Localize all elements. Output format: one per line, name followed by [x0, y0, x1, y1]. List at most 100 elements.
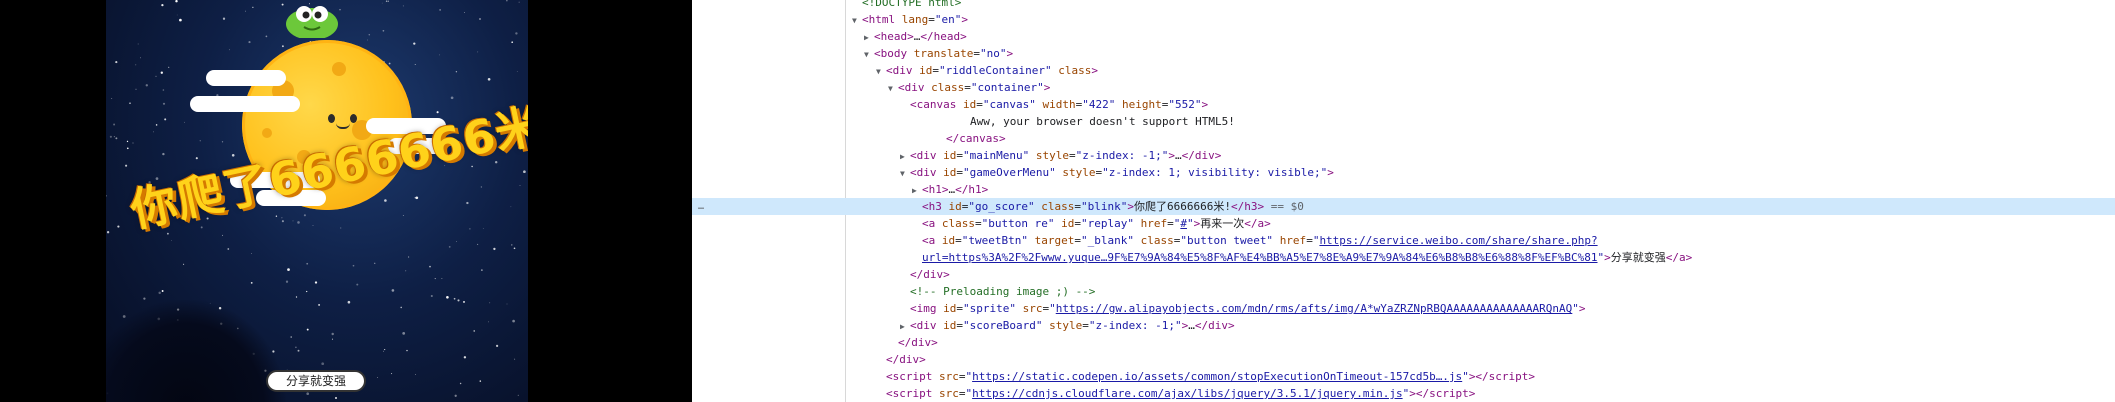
expand-triangle-icon[interactable]: ▼: [852, 16, 857, 25]
star: [469, 228, 471, 230]
collapse-triangle-icon[interactable]: ▶: [900, 152, 905, 161]
star: [517, 394, 519, 396]
dom-node-row[interactable]: ▼ <div id="gameOverMenu" style="z-index: …: [852, 164, 2115, 181]
dom-node-row[interactable]: ▶<div id="scoreBoard" style="z-index: -1…: [852, 317, 2115, 334]
dom-node-row[interactable]: ▼<html lang="en">: [852, 11, 2115, 28]
star: [489, 302, 491, 304]
star: [513, 247, 516, 250]
star: [505, 131, 508, 134]
star: [516, 70, 518, 72]
collapse-triangle-icon[interactable]: ▶: [900, 322, 905, 331]
moon-crater: [332, 62, 346, 76]
dom-node-row[interactable]: <!DOCTYPE html>: [852, 0, 2115, 11]
dom-node-row[interactable]: <!-- Preloading image ;) -->: [852, 283, 2115, 300]
star: [314, 281, 318, 284]
star: [145, 84, 148, 87]
star: [384, 349, 386, 351]
dom-node-row[interactable]: ▼ <div id="riddleContainer" class>: [852, 62, 2115, 79]
star: [161, 290, 164, 292]
star: [510, 206, 512, 208]
dom-node-row[interactable]: </div>: [852, 334, 2115, 351]
dom-node-content: url=https%3A%2F%2Fwww.yuque…9F%E7%9A%84%…: [922, 251, 1693, 264]
star: [444, 165, 446, 167]
star: [415, 196, 419, 200]
star: [202, 203, 205, 207]
dom-node-row[interactable]: <script src="https://cdnjs.cloudflare.co…: [852, 385, 2115, 402]
star: [494, 160, 498, 164]
dom-node-row[interactable]: <img id="sprite" src="https://gw.alipayo…: [852, 300, 2115, 317]
expand-triangle-icon[interactable]: ▼: [888, 84, 893, 93]
star: [506, 303, 508, 305]
star: [148, 181, 151, 184]
dom-node-row[interactable]: <canvas id="canvas" width="422" height="…: [852, 96, 2115, 113]
star: [281, 3, 284, 6]
dom-node-content: <div id="mainMenu" style="z-index: -1;">…: [910, 149, 1222, 162]
dom-node-content: <script src="https://static.codepen.io/a…: [886, 370, 1536, 383]
star: [402, 332, 406, 335]
dom-node-row[interactable]: url=https%3A%2F%2Fwww.yuque…9F%E7%9A%84%…: [852, 249, 2115, 266]
dom-node-row[interactable]: ▶<h1>…</h1>: [852, 181, 2115, 198]
star: [387, 0, 389, 2]
star: [453, 297, 456, 300]
game-canvas[interactable]: 你爬了6666666米！ 分享就变强: [106, 0, 528, 402]
star: [384, 199, 387, 202]
collapse-triangle-icon[interactable]: ▶: [864, 33, 869, 42]
dom-node-row[interactable]: ▼ <body translate="no">: [852, 45, 2115, 62]
devtools-elements-panel[interactable]: <!DOCTYPE html>▼<html lang="en">▶<head>……: [692, 0, 2115, 402]
row-ellipsis-icon[interactable]: …: [698, 201, 705, 212]
dom-node-row[interactable]: …<h3 id="go_score" class="blink">你爬了6666…: [692, 198, 2115, 215]
dom-node-content: <canvas id="canvas" width="422" height="…: [910, 98, 1209, 111]
dom-node-content: <body translate="no">: [874, 47, 1014, 60]
star: [429, 265, 431, 268]
star: [340, 227, 342, 229]
star: [125, 164, 128, 167]
dom-node-row[interactable]: Aww, your browser doesn't support HTML5!: [852, 113, 2115, 130]
star: [244, 204, 245, 206]
star: [439, 54, 441, 56]
dom-node-row[interactable]: </div>: [852, 266, 2115, 283]
star: [183, 263, 185, 265]
star: [414, 63, 416, 65]
star: [135, 64, 137, 66]
dom-node-content: <div id="gameOverMenu" style="z-index: 1…: [910, 166, 1334, 179]
star: [115, 137, 118, 140]
dom-node-row[interactable]: ▶<head>…</head>: [852, 28, 2115, 45]
dom-node-content: Aww, your browser doesn't support HTML5!: [970, 115, 1235, 128]
star: [176, 14, 178, 16]
star: [508, 129, 510, 132]
star: [251, 253, 253, 254]
cloud: [366, 118, 446, 134]
star: [455, 71, 458, 73]
star: [113, 136, 115, 138]
star: [374, 262, 376, 264]
star: [481, 269, 483, 271]
expand-triangle-icon[interactable]: ▼: [864, 50, 869, 59]
share-button[interactable]: 分享就变强: [266, 370, 366, 392]
star: [115, 61, 118, 64]
star: [436, 111, 439, 114]
dom-node-row[interactable]: <script src="https://static.codepen.io/a…: [852, 368, 2115, 385]
star: [290, 336, 292, 338]
dom-node-row[interactable]: </canvas>: [852, 130, 2115, 147]
dom-node-row[interactable]: <a class="button re" id="replay" href="#…: [852, 215, 2115, 232]
star: [155, 124, 158, 126]
star: [285, 280, 289, 283]
star: [391, 289, 395, 292]
star: [306, 392, 310, 396]
star: [408, 256, 410, 258]
expand-triangle-icon[interactable]: ▼: [876, 67, 881, 76]
dom-node-row[interactable]: ▼<div class="container">: [852, 79, 2115, 96]
star: [506, 0, 508, 2]
dom-node-content: <div id="riddleContainer" class>: [886, 64, 1098, 77]
star: [281, 220, 284, 223]
expand-triangle-icon[interactable]: ▼: [900, 169, 905, 178]
dom-node-row[interactable]: <a id="tweetBtn" target="_blank" class="…: [852, 232, 2115, 249]
star: [448, 246, 451, 248]
star: [523, 170, 526, 174]
collapse-triangle-icon[interactable]: ▶: [912, 186, 917, 195]
dom-tree[interactable]: <!DOCTYPE html>▼<html lang="en">▶<head>……: [692, 0, 2115, 402]
star: [297, 349, 300, 352]
dom-node-row[interactable]: </div>: [852, 351, 2115, 368]
dom-node-row[interactable]: ▶ <div id="mainMenu" style="z-index: -1;"…: [852, 147, 2115, 164]
star: [321, 362, 325, 366]
